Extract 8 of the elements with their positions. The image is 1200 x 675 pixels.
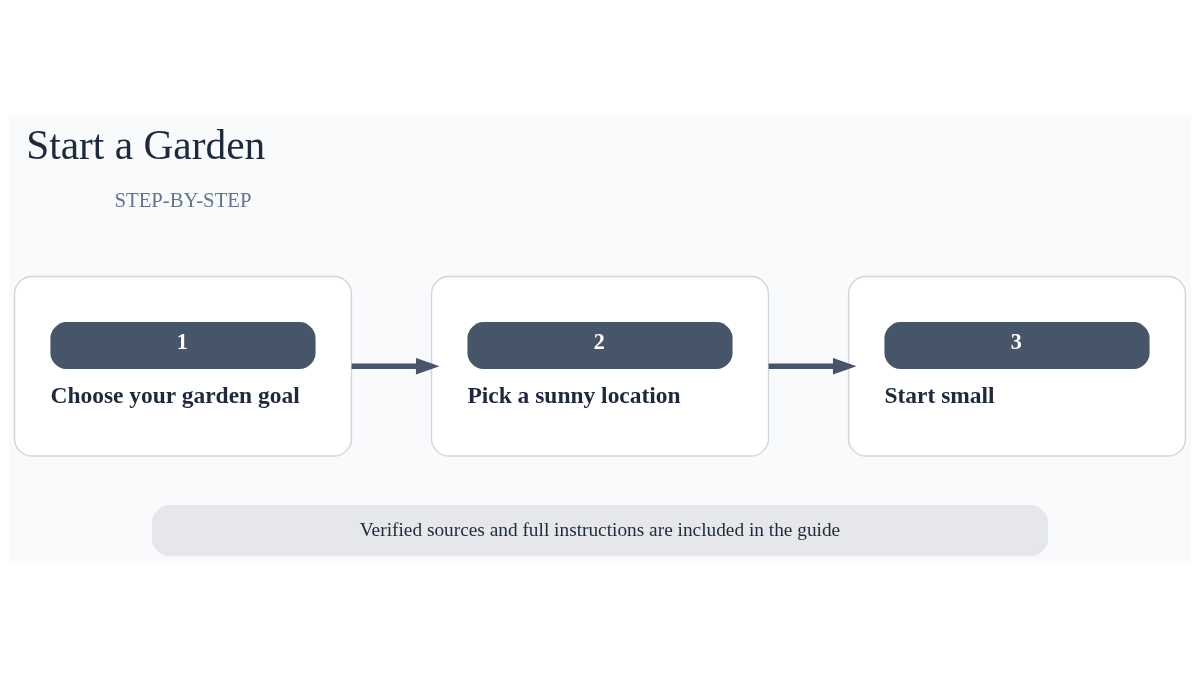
node-box: 3 Start small: [847, 275, 1187, 457]
node-box: 2 Pick a sunny location: [430, 275, 770, 457]
label: STEP-BY-STEP: [114, 188, 252, 211]
label: Verified sources and full instructions are included in the guide: [359, 518, 841, 540]
diagram-title: Start a Garden: [26, 121, 266, 168]
arrow: [768, 357, 857, 375]
node-box: 1 Choose your garden goal: [13, 275, 353, 457]
arrow: [351, 357, 440, 375]
